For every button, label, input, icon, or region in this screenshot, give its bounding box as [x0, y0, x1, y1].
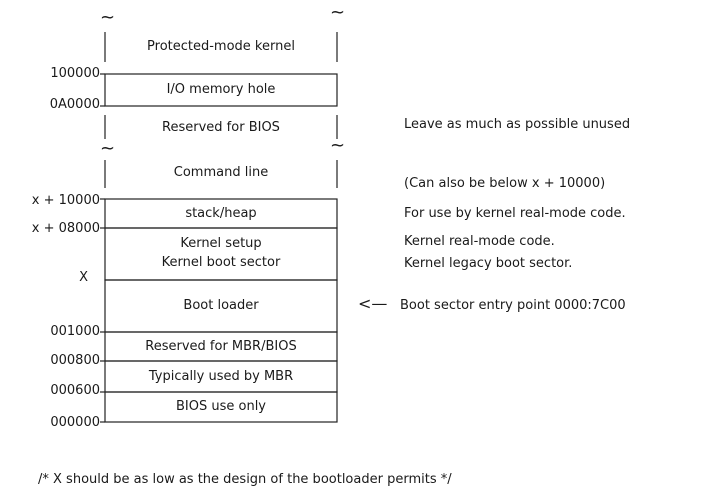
region-io-memory-hole: I/O memory hole [166, 82, 276, 97]
note-command-line: (Can also be below x + 10000) [404, 176, 606, 191]
address-100000: 100000 [50, 66, 100, 81]
region-reserved-for-bios: Reserved for BIOS [162, 120, 280, 135]
left-arrow-icon: <— [358, 294, 388, 313]
note-stack-heap: For use by kernel real-mode code. [404, 206, 626, 221]
region-reserved-mbr-bios: Reserved for MBR/BIOS [145, 339, 297, 354]
address-0a0000: 0A0000 [49, 97, 100, 112]
region-kernel-setup: Kernel setup [180, 236, 262, 251]
bios-only-box [104, 391, 338, 423]
break-tilde: ~ [100, 138, 116, 159]
address-001000: 001000 [50, 324, 100, 339]
region-command-line: Command line [173, 165, 269, 180]
address-x-10000: x + 10000 [31, 193, 100, 208]
region-bios-use-only: BIOS use only [175, 399, 266, 414]
region-kernel-boot-sector: Kernel boot sector [161, 255, 281, 270]
footer-comment: /* X should be as low as the design of t… [38, 472, 452, 487]
region-boot-loader: Boot loader [183, 298, 259, 313]
break-tilde: ~ [330, 135, 346, 156]
address-000000: 000000 [50, 415, 100, 430]
note-kernel-boot-sector: Kernel legacy boot sector. [404, 256, 573, 271]
region-typically-mbr: Typically used by MBR [148, 369, 294, 384]
note-boot-loader: Boot sector entry point 0000:7C00 [400, 298, 626, 313]
note-kernel-setup: Kernel real-mode code. [404, 234, 555, 249]
io-hole-box [104, 73, 338, 107]
note-reserved-bios: Leave as much as possible unused [404, 117, 631, 132]
region-stack-heap: stack/heap [185, 206, 257, 221]
address-000600: 000600 [50, 383, 100, 398]
region-protected-mode-kernel: Protected-mode kernel [147, 39, 295, 54]
address-000800: 000800 [50, 353, 100, 368]
break-tilde: ~ [100, 7, 116, 28]
break-tilde: ~ [330, 2, 346, 23]
address-x: X [79, 270, 88, 285]
address-x-08000: x + 08000 [31, 221, 100, 236]
